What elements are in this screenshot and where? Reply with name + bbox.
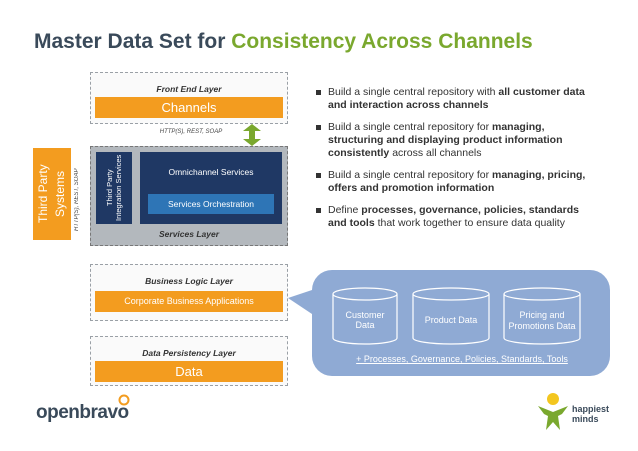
happiest-minds-logo-text: happiest minds [572, 404, 610, 424]
page-title: Master Data Set for Consistency Across C… [34, 30, 533, 54]
cloud-footer-text: + Processes, Governance, Policies, Stand… [356, 354, 568, 364]
database-cylinder-icon [412, 287, 490, 345]
bullet-item: Define processes, governance, policies, … [316, 204, 598, 230]
openbravo-logo: openbravo [36, 402, 129, 423]
third-party-integration-box: Third Party Integration Services [96, 152, 132, 224]
services-orchestration-box: Services Orchestration [148, 194, 274, 214]
title-part-1: Master Data Set for [34, 30, 232, 53]
database-cylinder-icon [332, 287, 398, 345]
title-part-2: Consistency Across Channels [231, 30, 533, 53]
bullet-item: Build a single central repository for ma… [316, 121, 598, 160]
corporate-business-apps-bar: Corporate Business Applications [95, 291, 283, 312]
third-party-systems-bar: Third Party Systems [33, 148, 71, 240]
bullet-item: Build a single central repository for ma… [316, 169, 598, 195]
data-bar: Data [95, 361, 283, 382]
cylinder-customer-data: Customer Data [345, 310, 385, 330]
front-end-layer-label: Front End Layer [156, 84, 222, 94]
channels-bar: Channels [95, 97, 283, 118]
protocol-top-label: HTTP(S), REST, SOAP [159, 129, 223, 135]
bullet-item: Build a single central repository with a… [316, 86, 598, 112]
happiest-minds-figure-icon [538, 393, 568, 430]
cylinder-pricing-data: Pricing and Promotions Data [508, 310, 576, 331]
database-cylinder-icon [503, 287, 581, 345]
openbravo-swirl-icon [118, 394, 130, 406]
protocol-side-label: HTTP(S), REST, SOAP [74, 168, 80, 232]
services-layer-label: Services Layer [158, 229, 220, 239]
bidirectional-arrow-icon [243, 124, 261, 146]
business-logic-layer-label: Business Logic Layer [145, 276, 233, 286]
data-persistency-layer-label: Data Persistency Layer [142, 348, 236, 358]
bullet-list: Build a single central repository with a… [316, 86, 598, 239]
cylinder-product-data: Product Data [424, 315, 478, 325]
omnichannel-label: Omnichannel Services [168, 167, 254, 177]
